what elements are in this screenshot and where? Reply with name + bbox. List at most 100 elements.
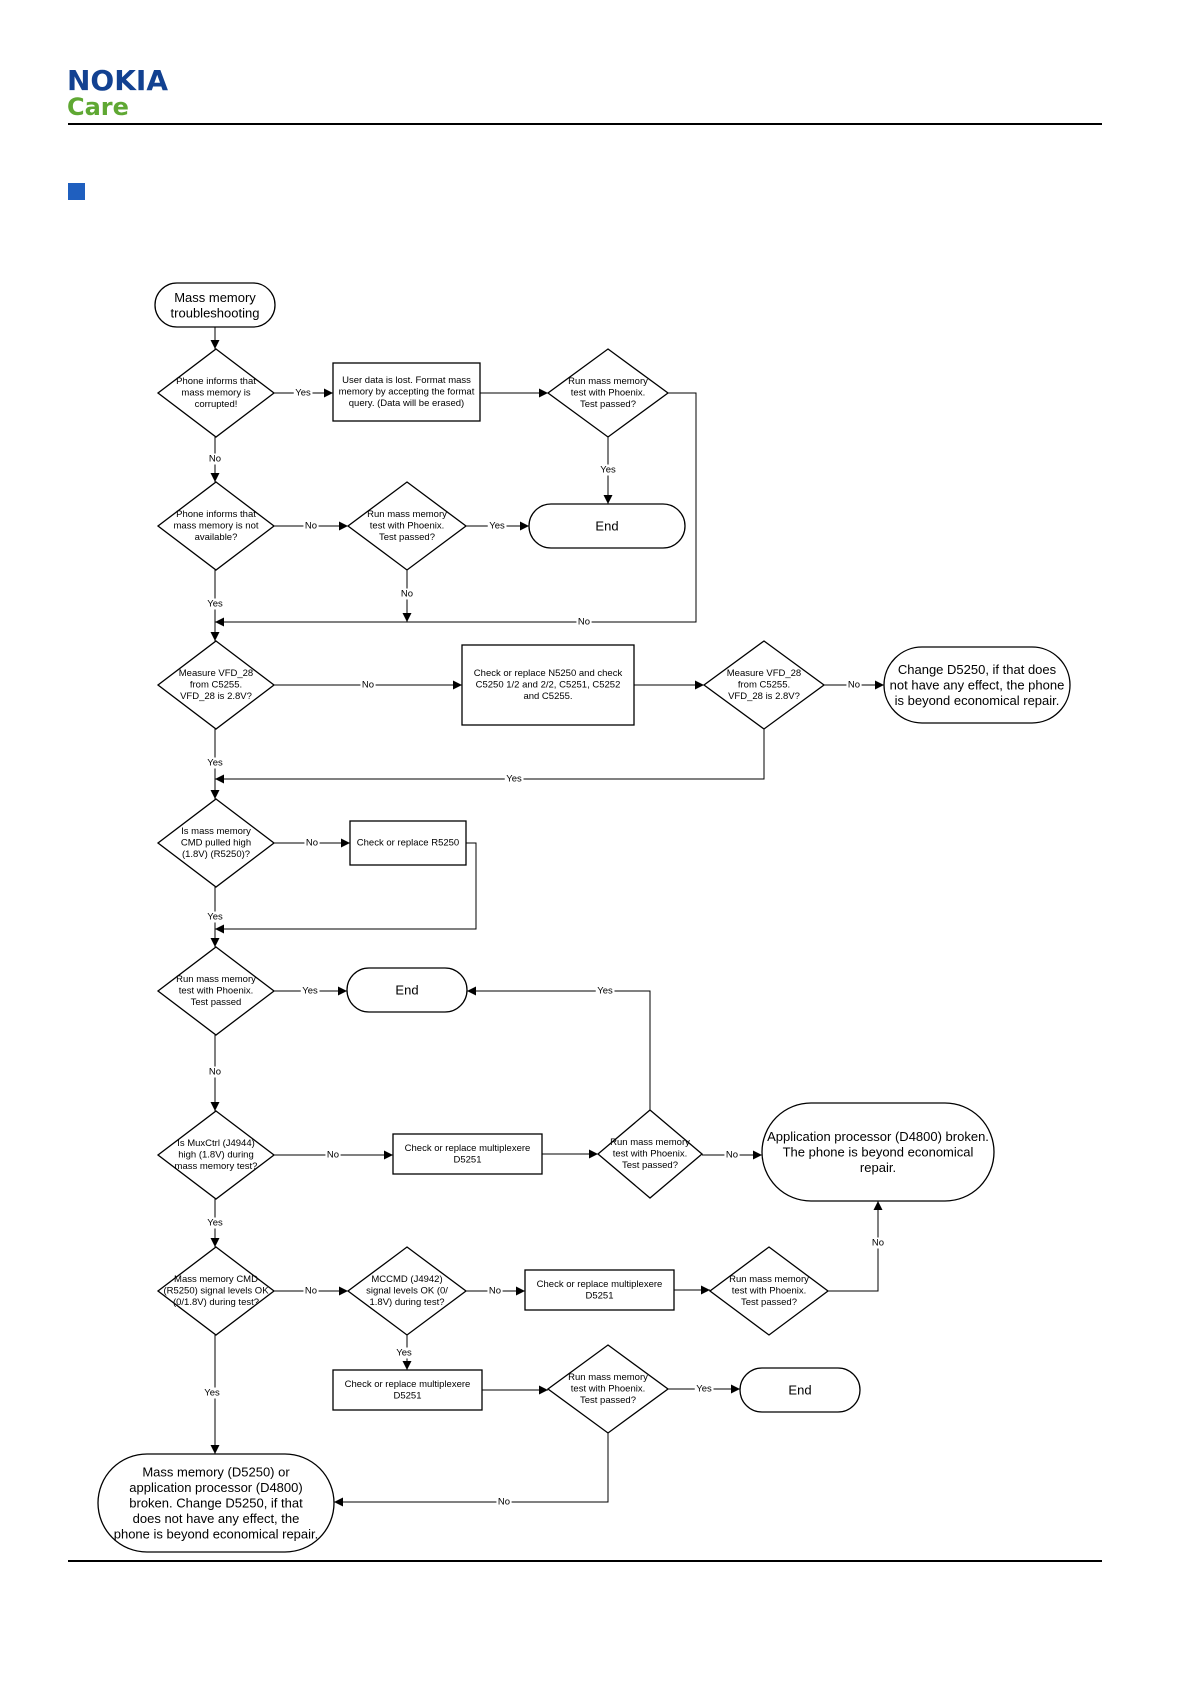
edge-label: No <box>870 1237 886 1249</box>
edge-label-background <box>303 1285 319 1297</box>
edge-label-text: Yes <box>207 758 223 769</box>
process-box <box>332 1369 483 1411</box>
node-text-line: mass memory is not <box>174 521 259 532</box>
edge-label-text: No <box>498 1497 510 1508</box>
node-text-line: Run mass memory <box>367 509 447 520</box>
edge-label-background <box>205 757 225 769</box>
node-text-line: test with Phoenix. <box>370 521 444 532</box>
edge-label: No <box>724 1149 740 1161</box>
node-text-line: mass memory test? <box>175 1161 258 1172</box>
decision-diamond <box>546 348 670 438</box>
node-text-line: User data is lost. Format mass <box>342 375 471 386</box>
node-text-line: Check or replace multiplexere <box>345 1379 471 1390</box>
node-text-line: CMD pulled high <box>181 838 251 849</box>
flow-node-p-r5250: Check or replace R5250 <box>349 820 467 866</box>
edge-label-background <box>399 588 415 600</box>
node-text-line: Run mass memory <box>568 1372 648 1383</box>
node-text-line: available? <box>195 532 238 543</box>
edge-label-background <box>496 1496 512 1508</box>
edge-label-text: Yes <box>295 388 311 399</box>
edge-label-text: Yes <box>489 521 505 532</box>
edge-label-background <box>487 520 507 532</box>
edge-label-text: No <box>362 680 374 691</box>
edge-label-text: No <box>489 1286 501 1297</box>
node-text-line: phone is beyond economical repair. <box>114 1527 319 1542</box>
decision-diamond <box>156 798 276 888</box>
decision-diamond <box>346 481 468 571</box>
node-text-line: MCCMD (J4942) <box>371 1274 442 1285</box>
node-text-line: Application processor (D4800) broken. <box>767 1129 989 1144</box>
decision-diamond <box>708 1246 830 1336</box>
edge-label-text: No <box>578 617 590 628</box>
process-box <box>392 1133 543 1175</box>
node-text-line: test with Phoenix. <box>571 1384 645 1395</box>
edge-label-background <box>846 679 862 691</box>
edge-label-background <box>325 1149 341 1161</box>
node-text-line: Run mass memory <box>610 1137 690 1148</box>
logo-sub-brand: Care <box>67 93 129 121</box>
edge-label: No <box>304 837 320 849</box>
node-text-line: Run mass memory <box>568 376 648 387</box>
node-text-line: test with Phoenix. <box>179 986 253 997</box>
node-text-line: End <box>595 519 618 534</box>
node-text-line: Phone informs that <box>176 376 256 387</box>
node-text-line: Measure VFD_28 <box>179 668 253 679</box>
node-text-line: Is mass memory <box>181 826 251 837</box>
flow-node-end-1: End <box>528 503 686 549</box>
edge-label-text: No <box>209 454 221 465</box>
node-text-line: C5250 1/2 and 2/2, C5251, C5252 <box>476 680 621 691</box>
edge-label-text: No <box>305 1286 317 1297</box>
edge-label: No <box>303 1285 319 1297</box>
flow-edge-d_test_after_format-to-d_vfd_1 <box>215 392 697 627</box>
edge-label: No <box>325 1149 341 1161</box>
process-box <box>524 1269 675 1311</box>
node-text-line: Test passed? <box>580 399 636 410</box>
flow-edge-d_test_6-to-t_mass_memory_broken <box>334 1433 609 1507</box>
edge-label-text: No <box>726 1150 738 1161</box>
edge-label: No <box>360 679 376 691</box>
node-text-line: End <box>788 1383 811 1398</box>
node-text-line: End <box>395 983 418 998</box>
node-text-line: D5251 <box>454 1154 482 1165</box>
edge-label-background <box>576 616 592 628</box>
edge-label-text: Yes <box>302 986 318 997</box>
node-text-line: D5251 <box>394 1390 422 1401</box>
node-text-line: Check or replace R5250 <box>357 838 459 849</box>
edge-label: Yes <box>487 520 507 532</box>
edge-label-background <box>300 985 320 997</box>
decision-diamond <box>156 640 276 730</box>
decision-diamond <box>596 1109 704 1199</box>
edge-label-background <box>207 453 223 465</box>
node-text-line: test with Phoenix. <box>613 1149 687 1160</box>
edge-label-background <box>724 1149 740 1161</box>
terminal-capsule <box>154 282 276 328</box>
edge-label-text: Yes <box>207 599 223 610</box>
node-text-line: memory by accepting the format <box>339 387 475 398</box>
node-text-line: query. (Data will be erased) <box>349 398 464 409</box>
process-box <box>461 644 635 726</box>
edge-label-text: Yes <box>597 986 613 997</box>
edge-label: Yes <box>694 1383 714 1395</box>
edge-label-background <box>304 837 320 849</box>
node-text-line: corrupted! <box>195 399 238 410</box>
flow-node-d-mccmd: MCCMD (J4942)signal levels OK (0/1.8V) d… <box>346 1246 468 1336</box>
node-text-line: Measure VFD_28 <box>727 668 801 679</box>
edge-label: Yes <box>205 1217 225 1229</box>
process-box <box>349 820 467 866</box>
edge-label: No <box>303 520 319 532</box>
edge-label-text: No <box>327 1150 339 1161</box>
edge-label-background <box>394 1347 414 1359</box>
node-text-line: Test passed? <box>741 1297 797 1308</box>
decision-diamond <box>156 1246 276 1336</box>
node-text-line: Test passed? <box>379 532 435 543</box>
node-text-line: signal levels OK (0/ <box>366 1286 448 1297</box>
